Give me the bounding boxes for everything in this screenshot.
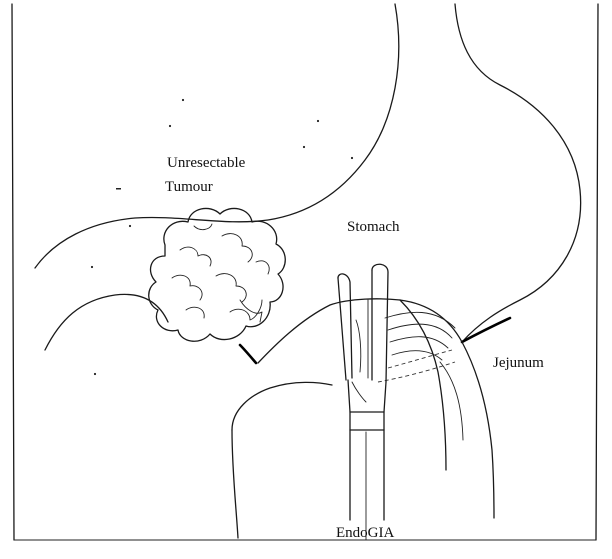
anastomosis-lines bbox=[378, 312, 455, 382]
frame-border bbox=[12, 4, 598, 540]
tumour-label-line1: Unresectable bbox=[167, 155, 246, 171]
speckles bbox=[91, 99, 353, 375]
tumour-label-line2: Tumour bbox=[165, 179, 213, 195]
endogia-label: EndoGIA bbox=[336, 525, 394, 541]
tumour-mass bbox=[149, 208, 286, 341]
stomach-outline bbox=[35, 4, 581, 363]
endogia-stapler bbox=[338, 264, 388, 540]
stomach-label: Stomach bbox=[347, 219, 400, 235]
jejunum-label: Jejunum bbox=[493, 355, 544, 371]
jejunum-loop bbox=[232, 299, 494, 538]
